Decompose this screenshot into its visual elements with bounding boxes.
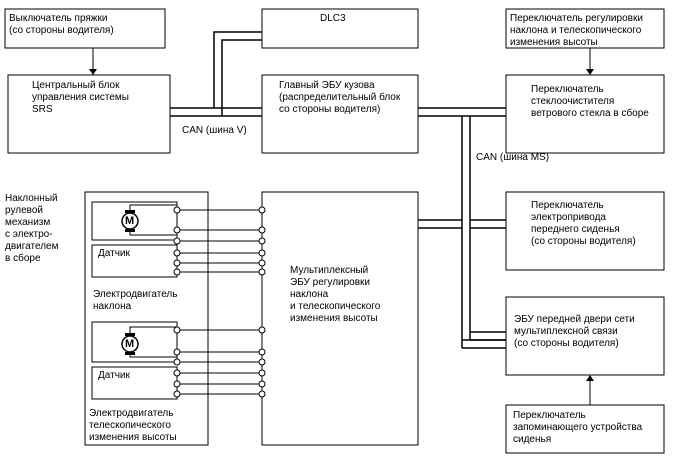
main-body-ecu-label: Главный ЭБУ кузова (распределительный бл… <box>279 80 401 115</box>
sensor-label-1: Датчик <box>98 248 130 259</box>
wiper-switch-box <box>505 74 665 154</box>
seat-switch-box <box>505 191 665 271</box>
can-v-label: CAN (шина V) <box>182 125 247 136</box>
door-ecu-box <box>505 296 665 376</box>
multiplex-ecu-box <box>261 191 419 446</box>
tele-motor-box <box>91 321 178 363</box>
main-body-ecu-box <box>261 74 419 154</box>
dlc3-box <box>261 8 419 49</box>
seat-switch-label: Переключатель электропривода переднего с… <box>531 200 636 247</box>
tele-motor-label: Электродвигатель телескопического измене… <box>89 408 177 443</box>
multiplex-ecu-label: Мультиплексный ЭБУ регулировки наклона и… <box>290 265 381 324</box>
tilt-tele-switch-label: Переключатель регулировки наклона и теле… <box>510 13 643 48</box>
srs-center-box <box>7 74 171 154</box>
motor-label-2: M <box>125 338 135 350</box>
steering-mechanism-box <box>84 191 209 446</box>
wiper-switch-label: Переключатель стеклоочистителя ветрового… <box>531 84 649 119</box>
buckle-switch-box <box>4 8 166 49</box>
dlc3-label: DLC3 <box>320 13 346 24</box>
memory-switch-box <box>505 404 665 454</box>
memory-switch-label: Переключатель запоминающего устройства с… <box>513 410 643 445</box>
can-ms-label: CAN (шина MS) <box>476 152 550 163</box>
tilt-tele-switch-box <box>505 8 665 49</box>
tilt-motor-label: Электродвигатель наклона <box>93 289 178 312</box>
door-ecu-label: ЭБУ передней двери сети мультиплексной с… <box>514 314 635 349</box>
steering-mechanism-label: Наклонный рулевой механизм с электро- дв… <box>5 193 59 264</box>
tilt-motor-box <box>91 201 178 241</box>
sensor-label-2: Датчик <box>98 370 130 381</box>
motor-label-1: M <box>125 215 135 227</box>
srs-center-label: Центральный блок управления системы SRS <box>32 80 129 115</box>
buckle-switch-label: Выключатель пряжки (со стороны водителя) <box>9 13 114 36</box>
